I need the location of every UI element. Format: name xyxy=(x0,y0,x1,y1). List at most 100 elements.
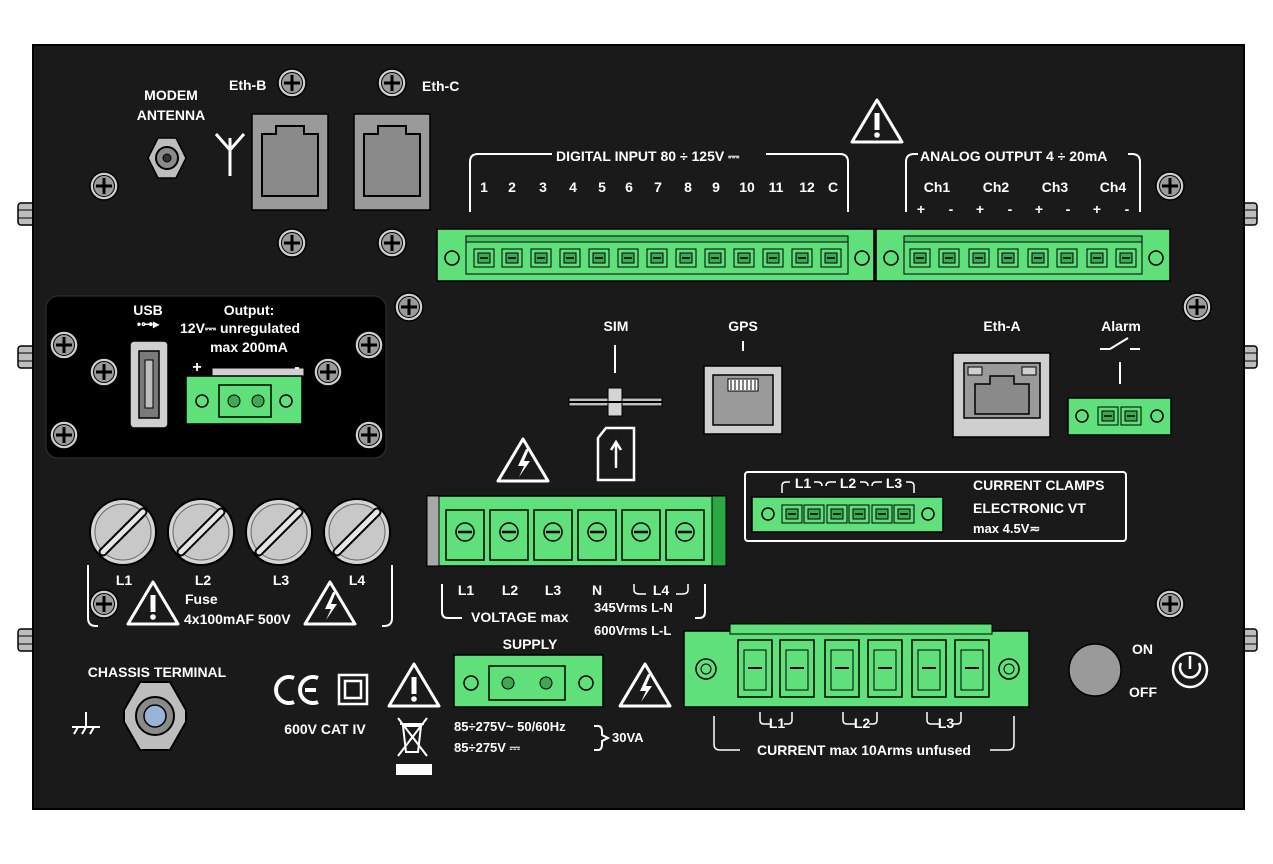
supply-terminal xyxy=(453,654,604,708)
voltage-l2-label: L2 xyxy=(501,582,519,598)
plus-sign: + xyxy=(1034,201,1044,217)
gps-label: GPS xyxy=(728,318,758,334)
usb-label: USB xyxy=(133,302,163,318)
di-channel-label: 5 xyxy=(598,179,606,195)
ao-channel-label: Ch4 xyxy=(1099,179,1127,195)
alarm-relay-icon xyxy=(1100,337,1140,384)
sim-card-icon xyxy=(596,426,636,482)
double-insulation-icon xyxy=(337,673,369,706)
plus-sign: + xyxy=(916,201,926,217)
minus-sign: - xyxy=(948,201,954,217)
chassis-ground-terminal xyxy=(123,681,187,751)
electronic-vt-label: ELECTRONIC VT xyxy=(973,500,1086,516)
plus-sign: + xyxy=(975,201,985,217)
di-channel-label: 2 xyxy=(508,179,516,195)
off-label: OFF xyxy=(1129,684,1157,700)
voltage-ln-label: 345Vrms L-N xyxy=(594,600,673,615)
analog-output-label: ANALOG OUTPUT 4 ÷ 20mA xyxy=(920,148,1108,164)
eth-a-label: Eth-A xyxy=(983,318,1021,334)
supply-va-label: 30VA xyxy=(612,730,644,745)
voltage-n-label: N xyxy=(591,582,603,598)
clamps-max-label: max 4.5V≂ xyxy=(973,521,1041,536)
eth-c-label: Eth-C xyxy=(422,78,460,94)
supply-ac-label: 85÷275V~ 50/60Hz xyxy=(454,719,566,734)
voltage-l1-label: L1 xyxy=(457,582,475,598)
cat-rating-label: 600V CAT IV xyxy=(284,721,366,737)
usb-plus-sign: + xyxy=(192,359,202,376)
minus-sign: - xyxy=(1065,201,1071,217)
ao-channel-label: Ch2 xyxy=(982,179,1010,195)
minus-sign: - xyxy=(1007,201,1013,217)
fuse-l3-label: L3 xyxy=(272,572,290,588)
plus-sign: + xyxy=(1092,201,1102,217)
voltage-terminal-block xyxy=(426,495,727,567)
eth-b-port xyxy=(251,113,329,211)
current-clamps-label: CURRENT CLAMPS xyxy=(973,477,1105,493)
voltage-max-label: VOLTAGE max xyxy=(471,609,569,625)
ao-channel-label: Ch1 xyxy=(923,179,951,195)
voltage-ll-label: 600Vrms L-L xyxy=(594,623,672,638)
di-channel-label: 10 xyxy=(739,179,755,195)
power-button xyxy=(1068,643,1122,697)
clamp-l2-label: L2 xyxy=(839,475,857,491)
output-current: max 200mA xyxy=(210,339,288,355)
eth-c-port xyxy=(353,113,431,211)
analog-output-terminal-block xyxy=(875,228,1171,282)
usb-icon: •⊶▸ xyxy=(136,317,160,331)
voltage-l4-label: L4 xyxy=(652,582,670,598)
alarm-terminal xyxy=(1067,397,1172,436)
clamp-l1-label: L1 xyxy=(794,475,812,491)
weee-bar-icon xyxy=(396,764,432,775)
usb-minus-sign: - xyxy=(294,359,300,376)
di-channel-label: 11 xyxy=(768,179,784,195)
usb-output-terminal xyxy=(185,367,305,425)
usb-port xyxy=(129,340,169,429)
current-max-label: CURRENT max 10Arms unfused xyxy=(757,742,971,758)
di-channel-label: 12 xyxy=(799,179,815,195)
modem-antenna-connector xyxy=(147,137,187,179)
digital-input-label: DIGITAL INPUT 80 ÷ 125V ⎓ xyxy=(556,148,740,164)
on-label: ON xyxy=(1132,641,1153,657)
fuse-l1-label: L1 xyxy=(115,572,133,588)
di-channel-label: 1 xyxy=(480,179,488,195)
di-channel-label: 7 xyxy=(654,179,662,195)
power-icon xyxy=(1171,651,1209,689)
modem-antenna-label-1: MODEM xyxy=(144,87,198,103)
di-channel-label: 3 xyxy=(539,179,547,195)
supply-label: SUPPLY xyxy=(502,636,558,652)
weee-bin-icon xyxy=(397,717,428,757)
usb-output-module xyxy=(45,295,387,459)
digital-input-terminal-block xyxy=(436,228,875,282)
current-l2-label: L2 xyxy=(853,715,871,731)
current-clamps-terminal xyxy=(751,496,944,533)
ce-mark-icon xyxy=(274,675,319,705)
di-channel-label: 8 xyxy=(684,179,692,195)
current-terminal-block xyxy=(683,623,1030,708)
ao-channel-label: Ch3 xyxy=(1041,179,1069,195)
eth-b-label: Eth-B xyxy=(229,77,267,93)
di-channel-label: 9 xyxy=(712,179,720,195)
eth-a-port xyxy=(952,352,1051,438)
minus-sign: - xyxy=(1124,201,1130,217)
di-channel-label: C xyxy=(827,179,839,195)
fuse-l4-label: L4 xyxy=(348,572,366,588)
ground-icon xyxy=(72,712,100,735)
current-l1-label: L1 xyxy=(768,715,786,731)
voltage-l3-label: L3 xyxy=(544,582,562,598)
di-channel-label: 4 xyxy=(569,179,577,195)
fuse-l2-label: L2 xyxy=(194,572,212,588)
current-l3-label: L3 xyxy=(937,715,955,731)
supply-dc-label: 85÷275V ⎓ xyxy=(454,740,520,755)
alarm-label: Alarm xyxy=(1101,318,1141,334)
output-title: Output: xyxy=(223,302,275,318)
sim-slot xyxy=(568,345,663,417)
fuse-label: Fuse xyxy=(185,591,218,607)
output-voltage: 12V⎓ unregulated xyxy=(180,320,301,336)
clamp-l3-label: L3 xyxy=(885,475,903,491)
di-channel-label: 6 xyxy=(625,179,633,195)
fuse-rating-label: 4x100mAF 500V xyxy=(184,611,291,627)
antenna-icon xyxy=(214,133,246,176)
gps-port xyxy=(703,341,783,435)
sim-label: SIM xyxy=(603,318,629,334)
